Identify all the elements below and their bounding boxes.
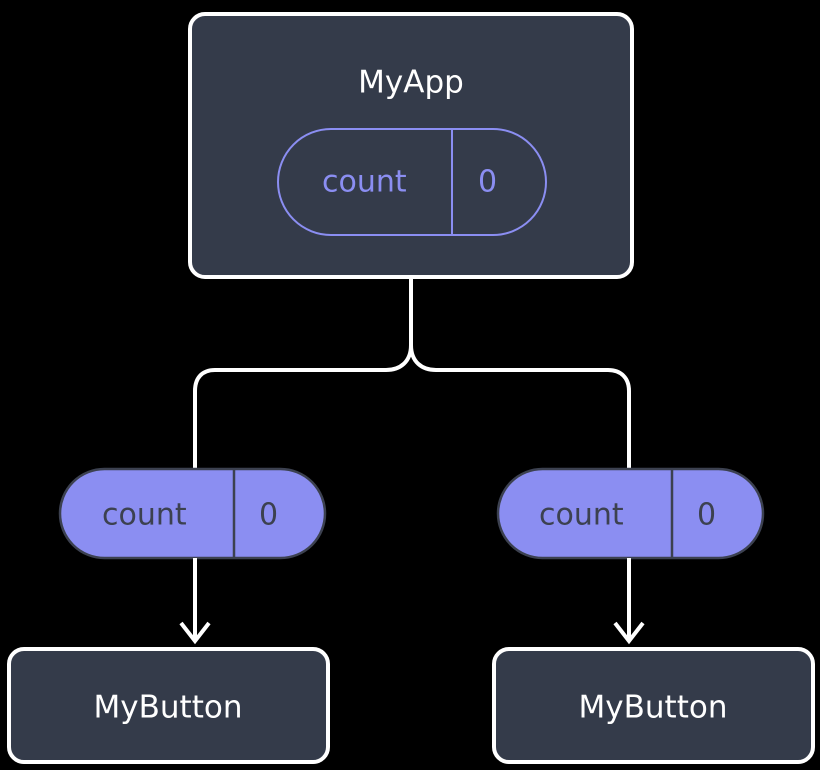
mybutton-right-box-shape (492, 647, 815, 764)
myapp-title: MyApp (358, 65, 464, 101)
myapp-state-value: 0 (478, 165, 497, 200)
branch-right-state-value: 0 (697, 498, 716, 533)
node-mybutton-right[interactable]: MyButton (492, 647, 815, 764)
mybutton-right-title: MyButton (579, 690, 728, 726)
tree-connector (193, 277, 631, 470)
arrow-right-pill-to-button (613, 558, 645, 645)
myapp-state-pill-shape (277, 128, 547, 236)
branch-left-state-key: count (102, 498, 187, 533)
arrow-left-head-icon (179, 621, 211, 645)
arrow-right-head-icon (613, 621, 645, 645)
branch-right-pill-shape (496, 467, 765, 560)
branch-left-state-value: 0 (259, 498, 278, 533)
branch-right-state-pill[interactable]: count 0 (496, 467, 765, 560)
mybutton-left-title: MyButton (94, 690, 243, 726)
node-myapp[interactable]: MyApp count 0 (188, 12, 634, 279)
myapp-state-key: count (322, 165, 407, 200)
branch-left-state-pill[interactable]: count 0 (58, 467, 327, 560)
branch-left-pill-shape (58, 467, 327, 560)
connector-left-arm (193, 344, 413, 470)
node-mybutton-left[interactable]: MyButton (7, 647, 330, 764)
arrow-left-pill-to-button (179, 558, 211, 645)
branch-right-state-key: count (539, 498, 624, 533)
myapp-box-shape (188, 12, 634, 279)
mybutton-left-box-shape (7, 647, 330, 764)
myapp-state-pill[interactable]: count 0 (277, 128, 547, 236)
connector-right-arm (409, 344, 631, 470)
